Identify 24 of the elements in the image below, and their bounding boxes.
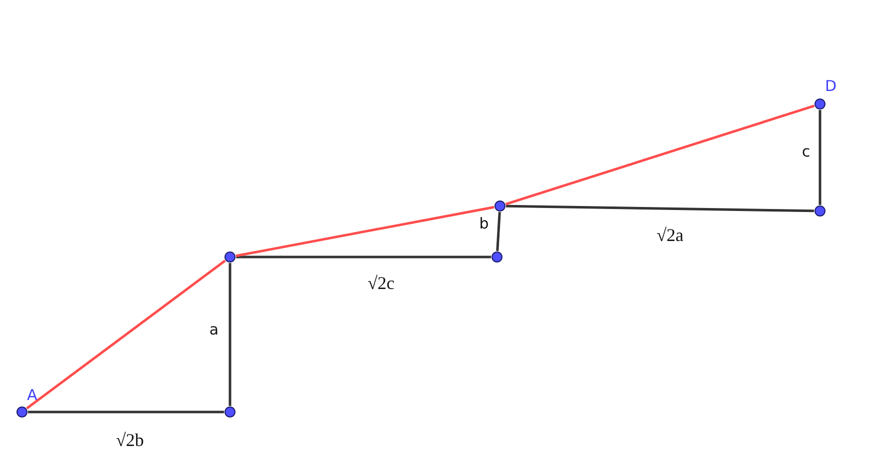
point: [814, 206, 826, 216]
point: [814, 98, 826, 110]
segment: [26, 260, 226, 410]
point: [492, 252, 502, 262]
edge-label: a: [209, 322, 219, 338]
segment: [228, 263, 232, 406]
segment: [236, 256, 491, 258]
segment: [496, 212, 501, 252]
edge-label: b: [479, 216, 489, 232]
segment: [28, 410, 224, 414]
point: [224, 252, 236, 262]
point-label: A: [27, 388, 38, 403]
edge-label: c: [802, 144, 810, 160]
point: [224, 406, 236, 418]
edge-label: √2c: [368, 274, 394, 292]
segment: [506, 204, 814, 212]
segment: [818, 110, 822, 205]
point: [16, 406, 28, 418]
edge-label: √2a: [656, 226, 684, 244]
point-label: D: [825, 79, 837, 94]
segment: [505, 104, 815, 206]
segment: [236, 206, 494, 258]
edge-label: √2b: [116, 431, 144, 449]
point: [494, 200, 506, 212]
